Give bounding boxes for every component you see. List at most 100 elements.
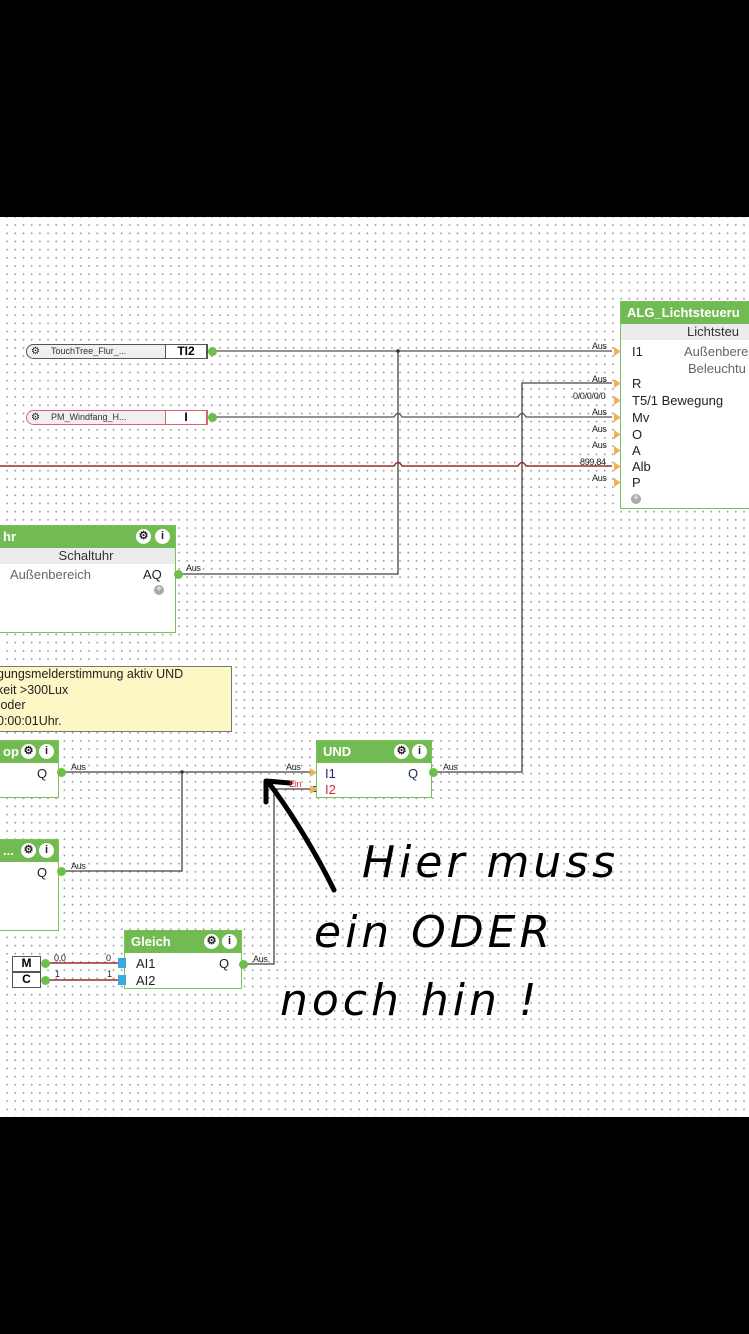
alg-input-value: Aus [592, 440, 607, 450]
handwritten-note-line-1: Hier muss [362, 837, 620, 888]
output-port[interactable] [57, 768, 66, 777]
gear-icon[interactable]: ⚙ [31, 412, 40, 423]
alg-input-label: P [632, 475, 641, 490]
input-port[interactable] [310, 785, 317, 794]
input-touchtree[interactable]: ⚙ TouchTree_Flur_... TI2 [26, 343, 208, 359]
alg-lichtsteuerung-block[interactable]: ALG_Lichtsteueru Lichtsteu [620, 301, 749, 509]
handwritten-arrow [265, 779, 337, 893]
alg-input-label: I1 [632, 344, 643, 359]
und-input-value: Aus [286, 762, 301, 772]
input-port[interactable] [614, 413, 621, 422]
gear-icon[interactable]: ⚙ [204, 934, 219, 949]
add-input-icon[interactable]: + [631, 494, 641, 504]
input-port[interactable] [614, 478, 621, 487]
gleich-input-value: 0 [106, 953, 111, 963]
comment-line: gungsmelderstimmung aktiv UND [0, 667, 184, 681]
handwritten-note-line-2: ein ODER [314, 907, 555, 958]
gleich-input-value: 1 [107, 969, 112, 979]
alg-input-label: Alb [632, 459, 651, 474]
input-port[interactable] [614, 379, 621, 388]
info-icon[interactable]: i [155, 529, 170, 544]
info-icon[interactable]: i [39, 843, 54, 858]
input-port[interactable] [614, 396, 621, 405]
constant-m-value: 0,0 [54, 953, 66, 963]
schaltuhr-block[interactable]: hr Schaltuhr ⚙ i [0, 525, 176, 633]
alg-input-value: Aus [592, 341, 607, 351]
output-port[interactable] [57, 867, 66, 876]
gear-icon[interactable]: ⚙ [21, 744, 36, 759]
info-icon[interactable]: i [222, 934, 237, 949]
schaltuhr-output-label: AQ [143, 567, 162, 582]
alg-input-label: R [632, 376, 642, 391]
output-port[interactable] [174, 570, 183, 579]
alg-input-value: Aus [592, 424, 607, 434]
input-port[interactable] [310, 768, 317, 777]
output-port[interactable] [41, 959, 50, 968]
und-output-label: Q [408, 766, 419, 781]
gleich-block[interactable]: Gleich ⚙ i [124, 930, 242, 989]
op-block[interactable]: op ⚙ i [0, 740, 59, 798]
comment-line: 0:00:01Uhr. [0, 713, 62, 728]
op-output-value: Aus [71, 762, 86, 772]
alg-input-value: Aus [592, 407, 607, 417]
alg-desc-2: Beleuchtu [688, 361, 746, 376]
output-port[interactable] [429, 768, 438, 777]
block-subtitle: Lichtsteu [621, 324, 749, 340]
input-port[interactable] [614, 430, 621, 439]
gear-icon[interactable]: ⚙ [394, 744, 409, 759]
gleich-output-label: Q [219, 956, 230, 971]
handwritten-note-line-3: noch hin ! [280, 975, 541, 1026]
input-port[interactable] [614, 462, 621, 471]
und-input-label: I1 [325, 766, 336, 781]
input-port[interactable] [614, 446, 621, 455]
wire-pm-to-alg-mv [212, 412, 612, 418]
logic-editor-canvas[interactable]: ⚙ TouchTree_Flur_... TI2 ⚙ PM_Windfang_H… [0, 217, 749, 1117]
alg-input-label: T5/1 Bewegung [632, 393, 724, 408]
schaltuhr-output-value: Aus [186, 563, 201, 573]
io-name: PM_Windfang_H... [51, 412, 127, 422]
alg-input-label: Mv [632, 410, 650, 425]
input-pm-windfang[interactable]: ⚙ PM_Windfang_H... I [26, 409, 208, 425]
gear-icon[interactable]: ⚙ [136, 529, 151, 544]
analog-input-port[interactable] [118, 958, 126, 968]
constant-c[interactable]: C [12, 972, 41, 988]
gleich-output-value: Aus [253, 954, 268, 964]
block-title: ALG_Lichtsteueru [621, 302, 749, 324]
wire-und-to-alg-r [436, 382, 612, 773]
output-port[interactable] [208, 347, 217, 356]
alg-input-value: Aus [592, 374, 607, 384]
output-port[interactable] [41, 976, 50, 985]
wire-schaltuhr-to-alg [180, 351, 399, 575]
analog-input-port[interactable] [118, 975, 126, 985]
alg-input-label: O [632, 427, 643, 442]
block-subtitle: Schaltuhr [0, 548, 175, 564]
output-port[interactable] [208, 413, 217, 422]
und-output-value: Aus [443, 762, 458, 772]
gear-icon[interactable]: ⚙ [21, 843, 36, 858]
comment-line: oder [0, 698, 26, 712]
gear-icon[interactable]: ⚙ [31, 346, 40, 357]
info-icon[interactable]: i [39, 744, 54, 759]
io-tag: I [165, 409, 207, 425]
constant-c-value: 1 [55, 969, 60, 979]
output-port[interactable] [239, 960, 248, 969]
comment-note[interactable]: gungsmelderstimmung aktiv UND keit >300L… [0, 666, 232, 732]
input-port[interactable] [614, 347, 621, 356]
gleich-input-label: AI1 [136, 956, 156, 971]
alg-input-value: 0/0/0/0/0 [573, 391, 606, 401]
block-title: hr [0, 526, 175, 548]
constant-m[interactable]: M [12, 956, 41, 972]
add-output-icon[interactable]: + [154, 585, 164, 595]
wire-analog-to-alg-alb [0, 461, 612, 467]
comment-line: keit >300Lux [0, 682, 69, 697]
alg-desc-1: Außenbere [684, 344, 749, 359]
und-input-value: Ein [289, 779, 302, 789]
wire-gleich-to-und-i2 [244, 788, 312, 965]
info-icon[interactable]: i [412, 744, 427, 759]
und-input-label: I2 [325, 782, 336, 797]
truncated-block[interactable]: ... ⚙ i [0, 839, 59, 931]
und-block[interactable]: UND ⚙ i [316, 740, 432, 798]
alg-input-label: A [632, 443, 641, 458]
dots-output-value: Aus [71, 861, 86, 871]
io-tag: TI2 [165, 343, 207, 359]
